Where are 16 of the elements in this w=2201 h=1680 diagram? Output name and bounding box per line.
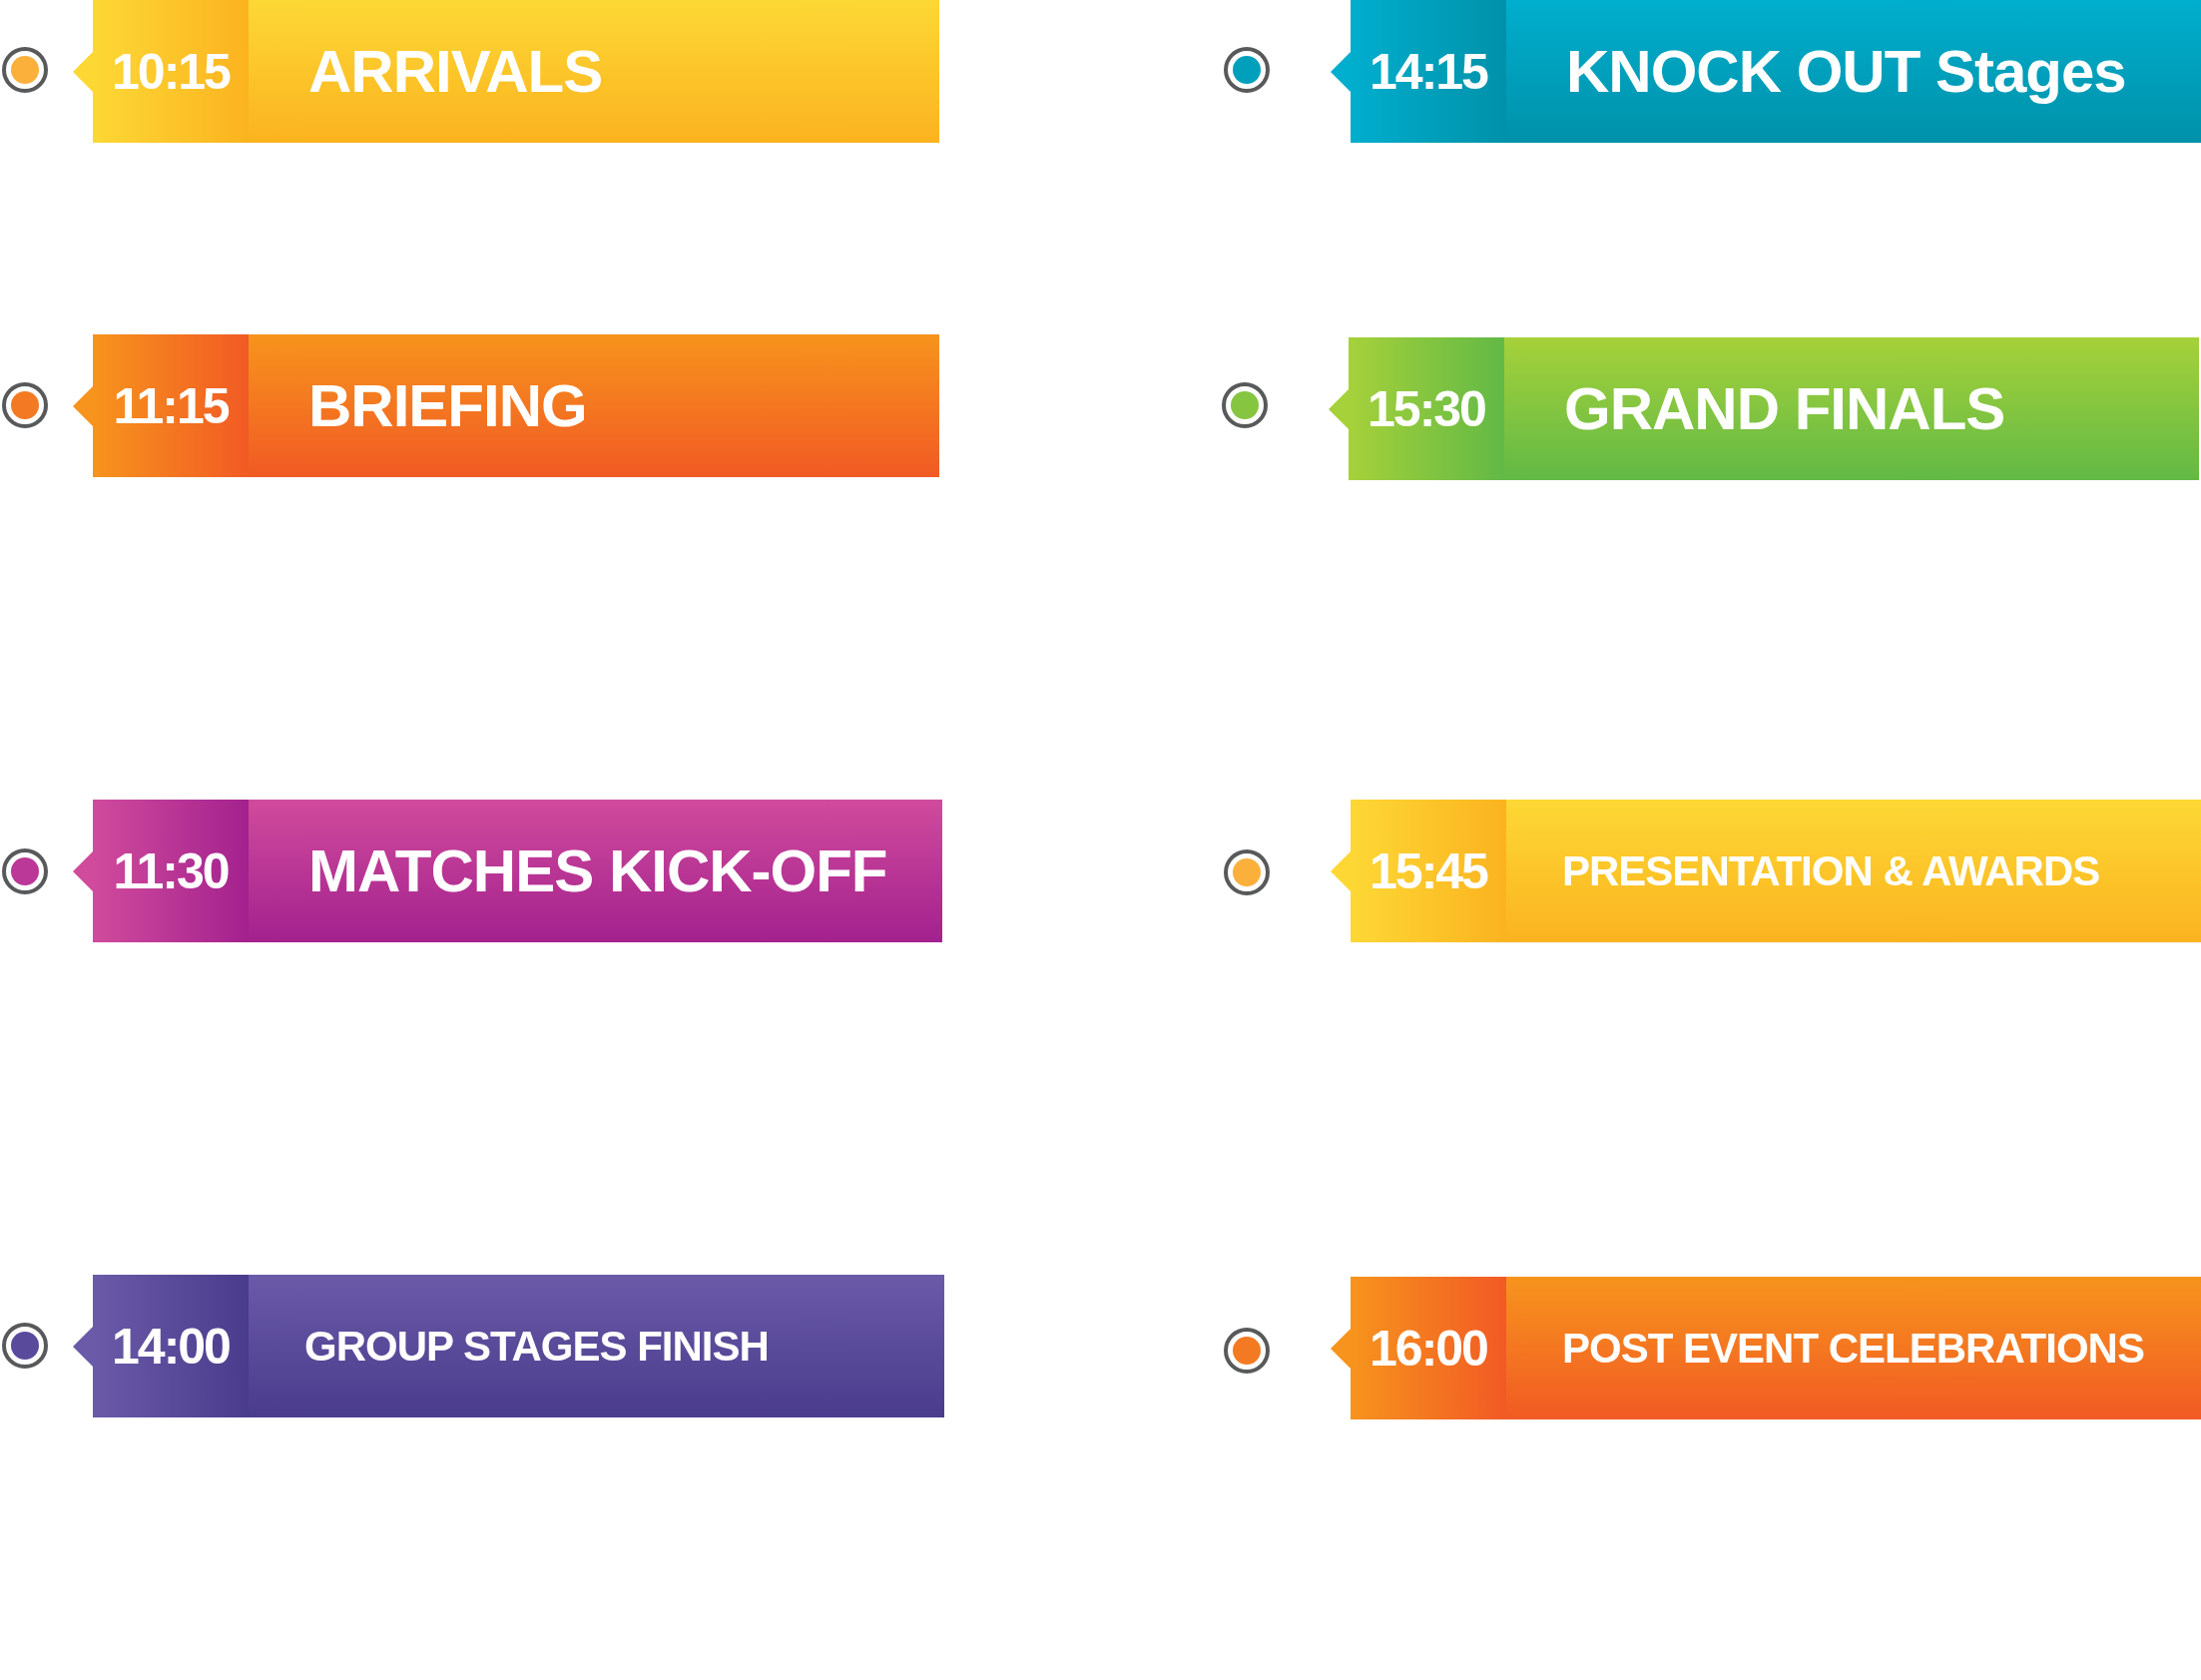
event-title: GROUP STAGES FINISH (303, 1321, 770, 1372)
time-label: 11:15 (93, 334, 249, 477)
time-label: 10:15 (93, 0, 249, 143)
time-label: 11:30 (93, 800, 249, 942)
time-label: 16:00 (1351, 1277, 1506, 1419)
time-label: 15:30 (1349, 337, 1504, 480)
time-label: 14:00 (93, 1275, 249, 1417)
event-title: PRESENTATION & AWARDS (1561, 845, 2101, 896)
event-title: GRAND FINALS (1563, 374, 2006, 444)
event-title: ARRIVALS (307, 37, 604, 107)
time-label: 15:45 (1351, 800, 1506, 942)
event-title: KNOCK OUT Stages (1565, 37, 2127, 107)
event-title: MATCHES KICK-OFF (307, 837, 888, 906)
time-label: 14:15 (1351, 0, 1506, 143)
event-title: BRIEFING (307, 371, 588, 441)
event-title: POST EVENT CELEBRATIONS (1561, 1323, 2145, 1374)
